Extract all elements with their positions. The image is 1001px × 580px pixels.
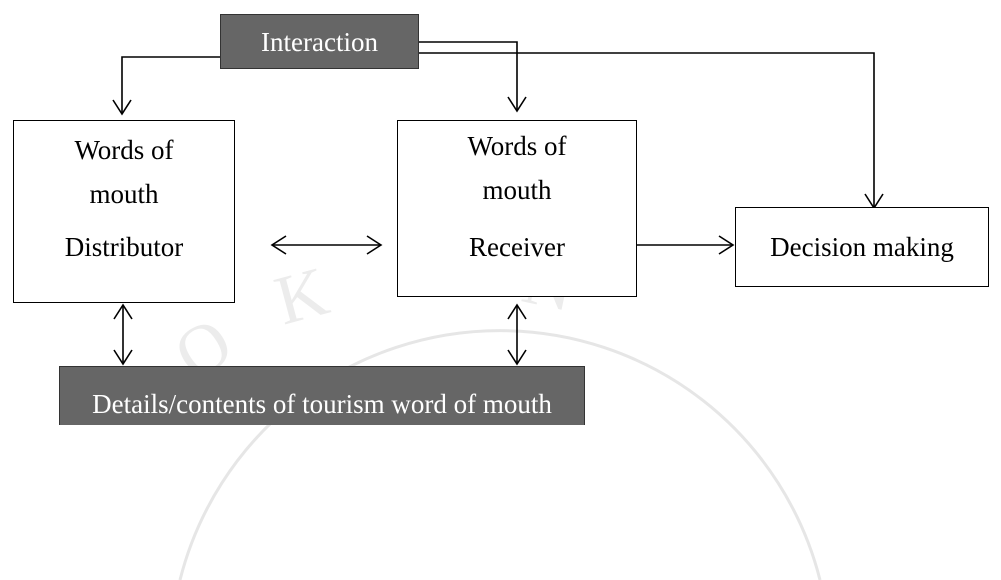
distributor-line-1: Words of: [74, 135, 174, 165]
details-label: Details/contents of tourism word of mout…: [92, 389, 552, 419]
distributor-line-2: mouth: [89, 179, 159, 209]
diagram-canvas: O K U N: [13, 14, 989, 580]
distributor-line-3: Distributor: [64, 232, 184, 262]
receiver-line-1: Words of: [467, 131, 567, 161]
receiver-line-2: mouth: [482, 175, 552, 205]
interaction-label: Interaction: [261, 27, 378, 57]
interaction-box: Interaction: [220, 14, 419, 69]
connector-lines: [112, 41, 884, 366]
arrow-interaction-to-decision: [419, 52, 875, 207]
details-box: Details/contents of tourism word of mout…: [59, 366, 585, 425]
distributor-box: Words of mouth Distributor: [13, 120, 235, 303]
decision-label: Decision making: [770, 232, 954, 262]
decision-box: Decision making: [735, 207, 989, 287]
receiver-box: Words of mouth Receiver: [397, 120, 637, 297]
arrow-interaction-to-distributor: [121, 56, 220, 113]
arrow-interaction-to-receiver: [419, 41, 518, 110]
receiver-line-3: Receiver: [469, 232, 565, 262]
